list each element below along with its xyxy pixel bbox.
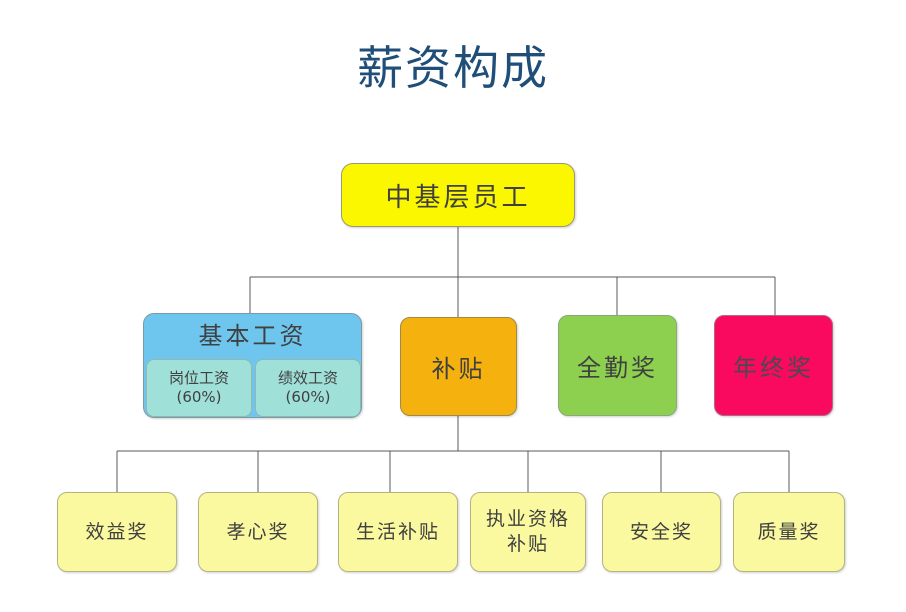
node-leaf-filial-bonus[interactable]: 孝心奖 (198, 492, 318, 572)
node-attendance-bonus-label: 全勤奖 (577, 354, 658, 382)
node-leaf-quality-bonus[interactable]: 质量奖 (733, 492, 845, 572)
node-subsidy-label: 补贴 (431, 355, 486, 383)
node-root-label: 中基层员工 (385, 182, 531, 213)
node-subsidy[interactable]: 补贴 (400, 317, 517, 416)
node-yearend-bonus[interactable]: 年终奖 (714, 315, 833, 416)
node-leaf-benefit-bonus[interactable]: 效益奖 (57, 492, 177, 572)
node-leaf-qualification-allowance[interactable]: 执业资格 补贴 (470, 492, 586, 572)
node-leaf-qualification-allowance-label: 执业资格 补贴 (485, 508, 570, 555)
node-yearend-bonus-label: 年终奖 (733, 354, 814, 382)
node-leaf-safety-bonus[interactable]: 安全奖 (602, 492, 721, 572)
page-title: 薪资构成 (357, 41, 549, 95)
node-leaf-filial-bonus-label: 孝心奖 (226, 520, 290, 543)
node-performance-salary[interactable]: 绩效工资 (60%) (255, 359, 361, 417)
node-attendance-bonus[interactable]: 全勤奖 (558, 315, 677, 416)
node-basic-salary-children: 岗位工资 (60%) 绩效工资 (60%) (146, 359, 361, 417)
node-root-employee[interactable]: 中基层员工 (341, 163, 575, 227)
node-leaf-living-allowance[interactable]: 生活补贴 (338, 492, 458, 572)
node-leaf-living-allowance-label: 生活补贴 (355, 520, 440, 543)
node-basic-salary-label: 基本工资 (198, 322, 307, 350)
node-leaf-benefit-bonus-label: 效益奖 (85, 520, 149, 543)
node-position-salary[interactable]: 岗位工资 (60%) (146, 359, 252, 417)
node-leaf-quality-bonus-label: 质量奖 (757, 520, 821, 543)
node-performance-salary-label: 绩效工资 (60%) (277, 369, 338, 406)
node-leaf-safety-bonus-label: 安全奖 (629, 520, 693, 543)
node-position-salary-label: 岗位工资 (60%) (168, 369, 229, 406)
node-basic-salary[interactable]: 基本工资 岗位工资 (60%) 绩效工资 (60%) (143, 313, 362, 418)
